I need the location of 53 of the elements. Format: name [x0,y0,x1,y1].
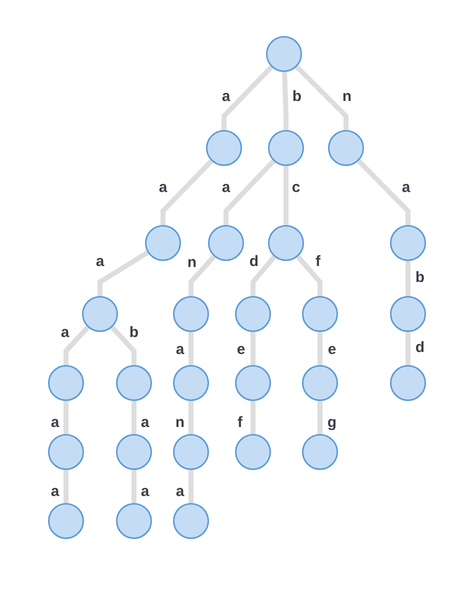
trie-edge [294,64,348,130]
trie-edge [224,159,276,225]
trie-node-circle [206,130,242,166]
trie-node-circle [116,434,152,470]
trie-node-circle [116,503,152,539]
trie-node-circle [390,225,426,261]
trie-node-circle [302,365,338,401]
trie-node-circle [173,434,209,470]
trie-edge [406,332,410,365]
trie-node-circle [48,365,84,401]
trie-node-circle [145,225,181,261]
trie-edge [64,326,90,365]
trie-edge [188,332,194,365]
trie-node-circle [268,225,304,261]
trie-edge [222,65,274,130]
trie-edge [188,254,216,296]
trie-node-circle [328,130,364,166]
trie-edge [296,254,322,296]
trie-edge [110,326,136,365]
trie-node-circle [390,365,426,401]
trie-edge [282,72,288,130]
trie-edge [98,250,149,296]
trie-edge [318,401,322,434]
trie-node-circle [235,365,271,401]
trie-edge [284,166,288,225]
trie-edge [250,255,276,296]
trie-edge [250,401,256,434]
trie-node-circle [235,434,271,470]
trie-node-circle [173,296,209,332]
trie-node-circle [48,434,84,470]
trie-node-circle [82,296,118,332]
trie-edge [64,401,68,434]
trie-node-circle [173,503,209,539]
trie-node-circle [116,365,152,401]
trie-node-circle [235,296,271,332]
trie-node-circle [268,130,304,166]
trie-node-circle [173,365,209,401]
trie-node-circle [302,296,338,332]
trie-edge [250,332,256,365]
trie-edge [188,470,194,503]
trie-edge [356,159,410,225]
trie-edge [132,470,136,503]
trie-node-circle [208,225,244,261]
trie-node-circle [266,36,302,72]
trie-edge [160,159,214,225]
trie-edge [64,470,68,503]
trie-edge [188,401,194,434]
trie-node-circle [390,296,426,332]
trie-edge [318,332,322,365]
trie-edge [132,401,136,434]
trie-edge [406,261,410,296]
trie-node-circle [48,503,84,539]
trie-node-circle [302,434,338,470]
